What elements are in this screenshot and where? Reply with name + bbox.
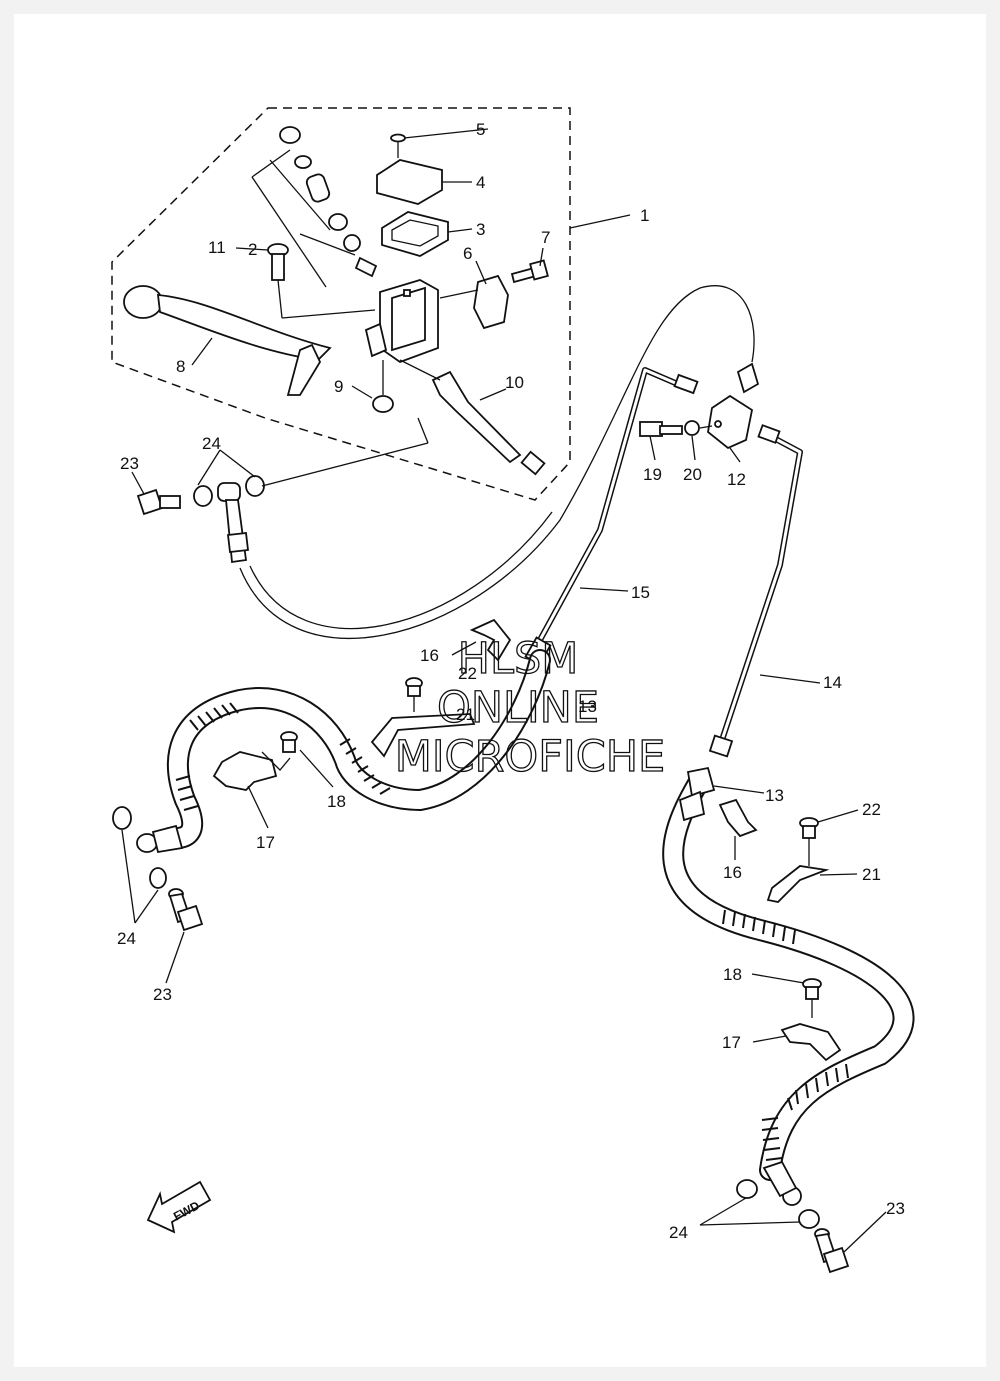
bolt-18-left: [280, 731, 298, 753]
callout-22-center: 22: [458, 664, 477, 683]
callout-21-center: 21: [456, 705, 475, 724]
reservoir-cap: [376, 159, 443, 205]
fwd-arrow-icon[interactable]: FWD: [146, 1180, 212, 1234]
callout-13-right: 13: [765, 786, 784, 805]
callout-18-right: 18: [723, 965, 742, 984]
watermark-line-3: MICROFICHE: [395, 732, 665, 782]
callout-3: 3: [476, 220, 485, 239]
callout-7: 7: [541, 228, 550, 247]
brake-pipe-14: [708, 424, 803, 758]
hose-clamp-right: [780, 1023, 842, 1062]
callout-6: 6: [463, 244, 472, 263]
washer-right-1: [736, 1179, 758, 1199]
brake-lever: [123, 285, 332, 396]
bolt-7: [510, 259, 549, 284]
left-brake-hose: [159, 649, 551, 850]
callout-9: 9: [334, 377, 343, 396]
callout-23-upper-left: 23: [120, 454, 139, 473]
callout-17-right: 17: [722, 1033, 741, 1052]
bolt-22-right: [799, 817, 819, 866]
callout-20: 20: [683, 465, 702, 484]
callout-11: 11: [208, 238, 226, 257]
callout-21-right: 21: [862, 865, 881, 884]
callout-17-left: 17: [256, 833, 275, 852]
hose-fitting-right-upper: [678, 766, 716, 822]
banjo-fitting-right: [762, 1160, 802, 1206]
callout-8: 8: [176, 357, 185, 376]
clip-16-center: [469, 618, 512, 662]
holder-6: [439, 274, 509, 330]
watermark-line-1: HLSM: [458, 634, 579, 684]
hose-clamp-left: [212, 751, 291, 791]
callout-5: 5: [476, 120, 485, 139]
bracket-21-right: [766, 865, 830, 903]
callout-24-right: 24: [669, 1223, 688, 1242]
washer-left-1: [112, 806, 132, 830]
master-hose-loop: [239, 285, 755, 640]
right-brake-hose: [662, 769, 915, 1181]
diagram-sheet: [14, 14, 986, 1367]
callout-4: 4: [476, 173, 485, 192]
bolt-18-right: [802, 978, 822, 1018]
piston-kit: [251, 126, 378, 288]
banjo-bolt-upper-left: [136, 488, 181, 516]
master-cylinder: [364, 279, 439, 364]
assembly-boundary: [111, 107, 571, 501]
banjo-fitting-left: [136, 824, 184, 854]
leader-lines: [121, 128, 887, 1253]
hose-fitting-upper: [736, 362, 760, 394]
diaphragm: [381, 211, 449, 257]
banjo-bolt-right: [814, 1228, 850, 1274]
callout-24-upper: 24: [202, 434, 221, 453]
brake-pipe-15: [524, 367, 699, 666]
callout-19: 19: [643, 465, 662, 484]
brake-switch: [399, 359, 546, 476]
washer-20: [684, 420, 700, 436]
washer-right-2: [798, 1209, 820, 1229]
callout-2: 2: [248, 240, 257, 259]
callout-10: 10: [505, 373, 524, 392]
callout-12: 12: [727, 470, 746, 489]
clip-16-right: [718, 798, 758, 838]
callout-1: 1: [640, 206, 649, 225]
callout-22-right: 22: [862, 800, 881, 819]
banjo-bolt-left: [168, 888, 204, 932]
watermark-line-2: ONLINE: [437, 683, 599, 733]
callout-13-center: 13: [578, 697, 597, 716]
callout-15: 15: [631, 583, 650, 602]
banjo-fitting-upper-left: [193, 475, 265, 564]
callout-23-lower-left: 23: [153, 985, 172, 1004]
watermark: HLSM ONLINE MICROFICHE: [394, 633, 666, 782]
callout-18-left: 18: [327, 792, 346, 811]
washer-left-2: [149, 867, 167, 889]
bolt-22-center: [405, 677, 423, 712]
screw-5: [390, 133, 406, 158]
callout-16-right: 16: [723, 863, 742, 882]
bolt-19: [639, 421, 683, 437]
callout-24-lower-left: 24: [117, 929, 136, 948]
bracket-21-center: [370, 713, 476, 758]
callout-16-center: 16: [420, 646, 439, 665]
callout-23-right: 23: [886, 1199, 905, 1218]
nut-9: [372, 395, 394, 413]
callout-14: 14: [823, 673, 842, 692]
junction-block: [707, 394, 754, 450]
callout-labels: 1 2 3 4 5 6 7 8 9 10 11 12 13 13 14 15 1…: [117, 120, 905, 1242]
